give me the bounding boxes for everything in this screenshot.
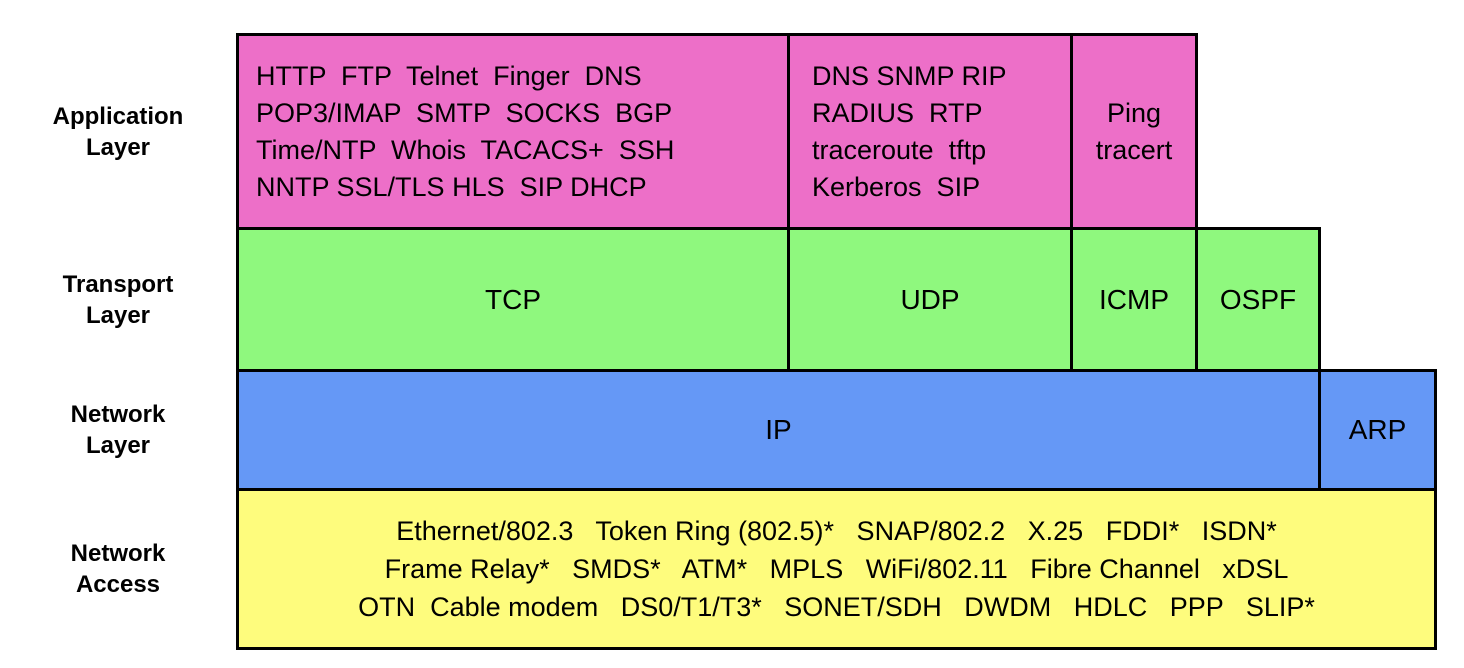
- application-icmp-tools-text: Ping tracert: [1095, 97, 1173, 165]
- arp-label: ARP: [1348, 414, 1407, 445]
- icmp-label: ICMP: [1099, 283, 1169, 315]
- network-access-technologies-text: Ethernet/802.3 Token Ring (802.5)* SNAP/…: [358, 516, 1315, 622]
- application-udp-protocols-box: DNS SNMP RIP RADIUS RTP traceroute tftp …: [787, 33, 1073, 230]
- ip-label: IP: [765, 414, 792, 445]
- transport-ospf-box: OSPF: [1195, 227, 1321, 372]
- transport-layer-label: Transport Layer: [62, 270, 174, 329]
- udp-label: UDP: [900, 283, 960, 315]
- application-icmp-tools-box: Ping tracert: [1070, 33, 1198, 230]
- application-tcp-protocols-box: HTTP FTP Telnet Finger DNS POP3/IMAP SMT…: [236, 33, 790, 230]
- application-tcp-protocols-text: HTTP FTP Telnet Finger DNS POP3/IMAP SMT…: [256, 60, 675, 202]
- transport-udp-box: UDP: [787, 227, 1073, 372]
- ospf-label: OSPF: [1219, 283, 1297, 315]
- network-access-label: Network Access: [70, 540, 166, 598]
- application-layer-label: Application Layer: [52, 102, 184, 161]
- network-access-technologies-box: Ethernet/802.3 Token Ring (802.5)* SNAP/…: [236, 488, 1437, 650]
- transport-icmp-box: ICMP: [1070, 227, 1198, 372]
- network-ip-box: IP: [236, 369, 1321, 491]
- application-udp-protocols-text: DNS SNMP RIP RADIUS RTP traceroute tftp …: [812, 60, 1007, 202]
- network-arp-box: ARP: [1318, 369, 1437, 491]
- transport-tcp-box: TCP: [236, 227, 790, 372]
- tcp-label: TCP: [485, 283, 541, 315]
- network-layer-label: Network Layer: [70, 401, 166, 459]
